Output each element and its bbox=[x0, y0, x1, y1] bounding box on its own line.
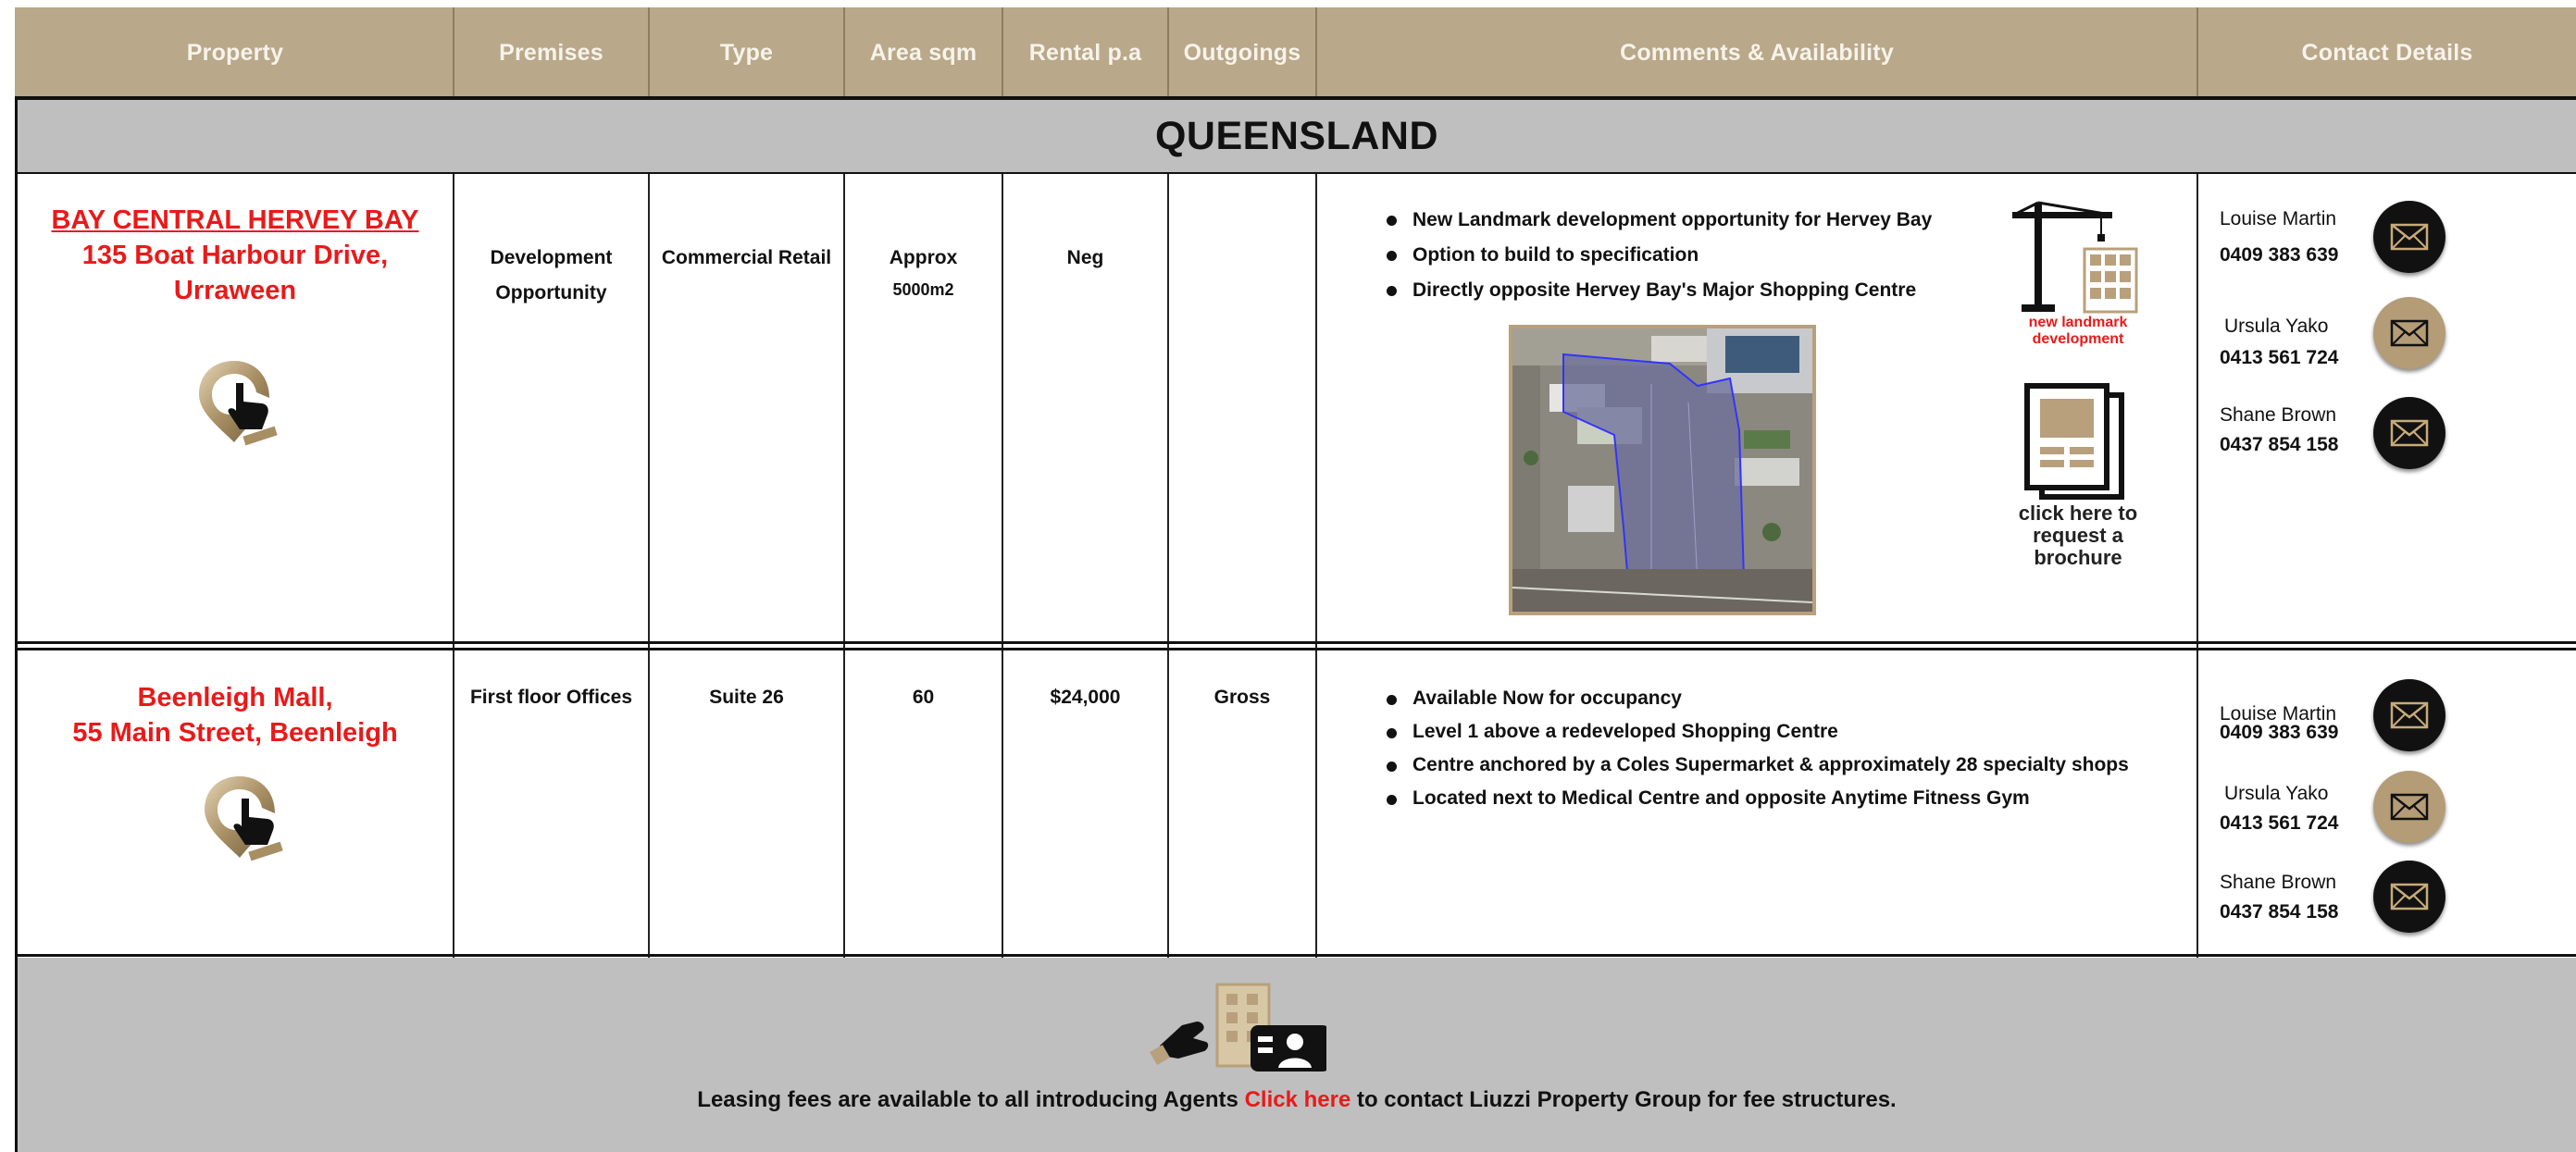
region-heading: QUEENSLAND bbox=[18, 100, 2576, 172]
footer-text-before: Leasing fees are available to all introd… bbox=[697, 1087, 1245, 1112]
map-pin-pointer-icon[interactable] bbox=[193, 771, 295, 863]
col-header-comments: Comments & Availability bbox=[1620, 39, 1894, 66]
column-divider bbox=[648, 174, 650, 958]
col-header-contact: Contact Details bbox=[2301, 39, 2473, 66]
comment-item: Located next to Medical Centre and oppos… bbox=[1387, 782, 2129, 815]
mail-icon[interactable] bbox=[2373, 679, 2445, 751]
col-header-premises: Premises bbox=[499, 39, 604, 66]
row-divider bbox=[15, 172, 2576, 174]
comment-item: New Landmark development opportunity for… bbox=[1387, 203, 1932, 238]
area-text: Approx bbox=[889, 247, 958, 268]
contact-name: Shane Brown bbox=[2220, 872, 2337, 893]
col-header-outgoings: Outgoings bbox=[1183, 39, 1301, 66]
col-header-type: Type bbox=[719, 39, 774, 66]
contact-phone: 0409 383 639 bbox=[2220, 244, 2339, 266]
contact-phone: 0437 854 158 bbox=[2220, 901, 2339, 923]
area-text: 5000m2 bbox=[892, 280, 954, 299]
contact-name: Louise Martin bbox=[2220, 703, 2337, 725]
column-divider bbox=[2196, 174, 2198, 958]
property-title[interactable]: Beenleigh Mall, bbox=[137, 683, 333, 712]
outgoings-cell: Gross bbox=[1213, 687, 1271, 708]
premises-cell: Development Opportunity bbox=[454, 241, 648, 311]
comments-list: Available Now for occupancy Level 1 abov… bbox=[1387, 682, 2129, 815]
col-header-area: Area sqm bbox=[869, 39, 977, 66]
aerial-site-photo bbox=[1509, 325, 1816, 615]
row-divider bbox=[15, 648, 2576, 650]
contact-name: Ursula Yako bbox=[2224, 316, 2329, 337]
header-divider bbox=[2196, 7, 2198, 98]
type-cell: Commercial Retail bbox=[661, 247, 832, 268]
col-header-property: Property bbox=[186, 39, 284, 66]
footer-click-here-link[interactable]: Click here bbox=[1244, 1087, 1351, 1112]
comment-item: Option to build to specification bbox=[1387, 238, 1932, 273]
header-divider bbox=[1315, 7, 1317, 98]
mail-icon[interactable] bbox=[2373, 771, 2445, 843]
column-divider bbox=[453, 174, 454, 958]
column-divider bbox=[1315, 174, 1317, 958]
row-divider bbox=[15, 954, 2576, 957]
contact-name: Shane Brown bbox=[2220, 404, 2337, 426]
crane-building-icon bbox=[2009, 197, 2147, 316]
property-link[interactable]: Beenleigh Mall, 55 Main Street, Beenleig… bbox=[18, 680, 453, 750]
header-divider bbox=[1167, 7, 1169, 98]
area-cell: 60 bbox=[912, 687, 935, 708]
contact-name: Louise Martin bbox=[2220, 208, 2337, 229]
premises-text: Development bbox=[490, 247, 613, 268]
property-title[interactable]: BAY CENTRAL HERVEY BAY bbox=[51, 205, 419, 235]
mail-icon[interactable] bbox=[2373, 297, 2445, 369]
comment-item: Level 1 above a redeveloped Shopping Cen… bbox=[1387, 715, 2129, 749]
new-landmark-badge: new landmark development bbox=[2028, 315, 2128, 347]
mail-icon[interactable] bbox=[2373, 201, 2445, 273]
rental-cell: $24,000 bbox=[1050, 687, 1121, 708]
comments-list: New Landmark development opportunity for… bbox=[1387, 203, 1932, 308]
mail-icon[interactable] bbox=[2373, 861, 2445, 933]
property-address[interactable]: 55 Main Street, Beenleigh bbox=[72, 718, 398, 748]
table-header bbox=[15, 7, 2576, 98]
rental-cell: Neg bbox=[1066, 247, 1104, 268]
footer-panel: Leasing fees are available to all introd… bbox=[18, 958, 2576, 1152]
request-brochure-link[interactable]: click here to request a brochure bbox=[2018, 502, 2138, 569]
comment-item: Centre anchored by a Coles Supermarket &… bbox=[1387, 749, 2129, 782]
header-divider bbox=[1002, 7, 1003, 98]
header-divider bbox=[843, 7, 845, 98]
brochure-document-icon[interactable] bbox=[2020, 382, 2131, 501]
agent-contact-icon[interactable] bbox=[1141, 981, 1330, 1073]
header-divider bbox=[648, 7, 650, 98]
column-divider bbox=[1167, 174, 1169, 958]
contact-name: Ursula Yako bbox=[2224, 783, 2329, 804]
header-divider bbox=[453, 7, 454, 98]
premises-text: Opportunity bbox=[495, 282, 607, 303]
contact-phone: 0437 854 158 bbox=[2220, 434, 2339, 455]
premises-cell: First floor Offices bbox=[469, 687, 633, 708]
footer-text-after: to contact Liuzzi Property Group for fee… bbox=[1350, 1087, 1897, 1112]
property-address[interactable]: 135 Boat Harbour Drive, Urraween bbox=[81, 241, 389, 305]
comment-item: Available Now for occupancy bbox=[1387, 682, 2129, 715]
col-header-rental: Rental p.a bbox=[1028, 39, 1142, 66]
header-separator bbox=[15, 96, 2576, 100]
contact-phone: 0413 561 724 bbox=[2220, 347, 2339, 368]
area-cell: Approx 5000m2 bbox=[845, 241, 1002, 303]
map-pin-pointer-icon[interactable] bbox=[188, 355, 290, 448]
type-cell: Suite 26 bbox=[709, 687, 784, 708]
contact-phone: 0413 561 724 bbox=[2220, 812, 2339, 834]
column-divider bbox=[1002, 174, 1003, 958]
footer-message: Leasing fees are available to all introd… bbox=[18, 1087, 2576, 1113]
contact-phone: 0409 383 639 bbox=[2220, 722, 2339, 743]
comment-item: Directly opposite Hervey Bay's Major Sho… bbox=[1387, 273, 1932, 308]
property-link[interactable]: BAY CENTRAL HERVEY BAY 135 Boat Harbour … bbox=[18, 203, 453, 308]
row-divider bbox=[15, 641, 2576, 644]
mail-icon[interactable] bbox=[2373, 397, 2445, 469]
column-divider bbox=[843, 174, 845, 958]
